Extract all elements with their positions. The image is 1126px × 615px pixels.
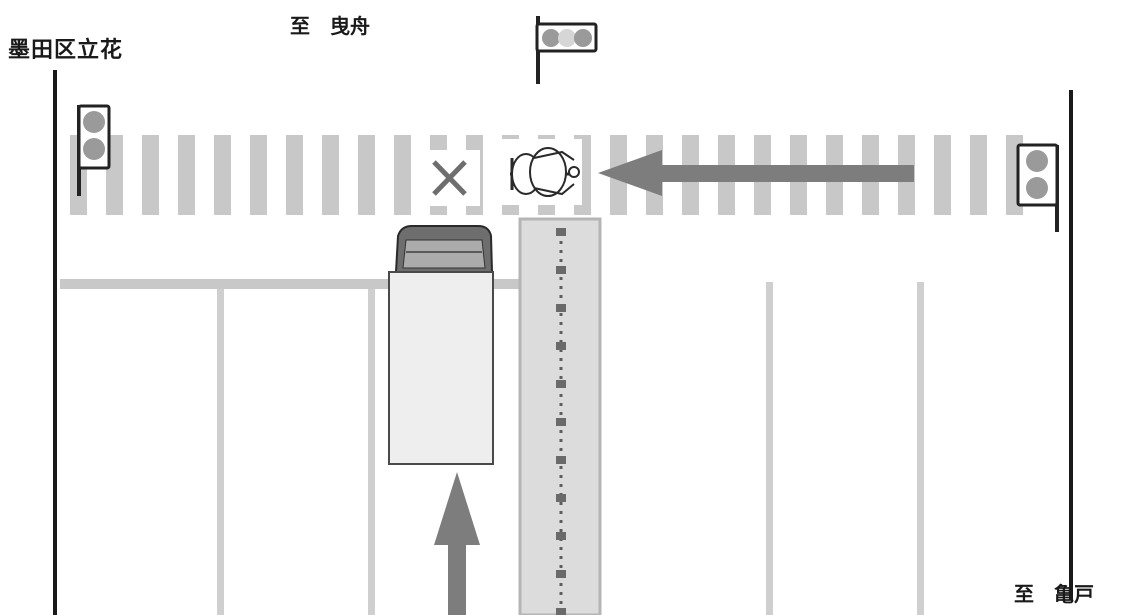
- crosswalk-stripe: [250, 135, 267, 215]
- lane-line: [766, 282, 773, 615]
- traffic-light-icon: [1016, 143, 1059, 232]
- median-post: [556, 570, 566, 578]
- arrow-icon: [598, 150, 914, 196]
- crosswalk-stripe: [934, 135, 951, 215]
- crosswalk-stripe: [394, 135, 411, 215]
- crosswalk-stripe: [178, 135, 195, 215]
- median-post: [556, 608, 566, 615]
- crosswalk-stripe: [214, 135, 231, 215]
- crosswalk-stripe: [970, 135, 987, 215]
- median-posts: [556, 228, 566, 615]
- x-mark-icon: [418, 150, 480, 206]
- bicycle-rider-icon: [498, 139, 582, 205]
- median-post: [556, 494, 566, 502]
- median-post: [556, 304, 566, 312]
- lane-line: [368, 289, 375, 615]
- median-post: [556, 380, 566, 388]
- median-post: [556, 342, 566, 350]
- median-post: [556, 456, 566, 464]
- median-post: [556, 418, 566, 426]
- truck-icon: [388, 225, 494, 465]
- direction-east-label: 至 亀戸: [1014, 582, 1094, 606]
- crosswalk-stripe: [358, 135, 375, 215]
- crosswalk-stripe: [142, 135, 159, 215]
- lane-line: [217, 289, 224, 615]
- traffic-light-icon: [535, 16, 598, 84]
- arrow-icon: [434, 472, 480, 615]
- stop-line: [60, 279, 520, 289]
- lane-line: [917, 282, 924, 615]
- area-name-label: 墨田区立花: [8, 38, 124, 63]
- crosswalk-stripe: [286, 135, 303, 215]
- crosswalk-stripe: [322, 135, 339, 215]
- median-post: [556, 266, 566, 274]
- direction-north-label: 至 曳舟: [290, 14, 370, 38]
- median-post: [556, 228, 566, 236]
- median-post: [556, 532, 566, 540]
- traffic-light-icon: [77, 104, 111, 196]
